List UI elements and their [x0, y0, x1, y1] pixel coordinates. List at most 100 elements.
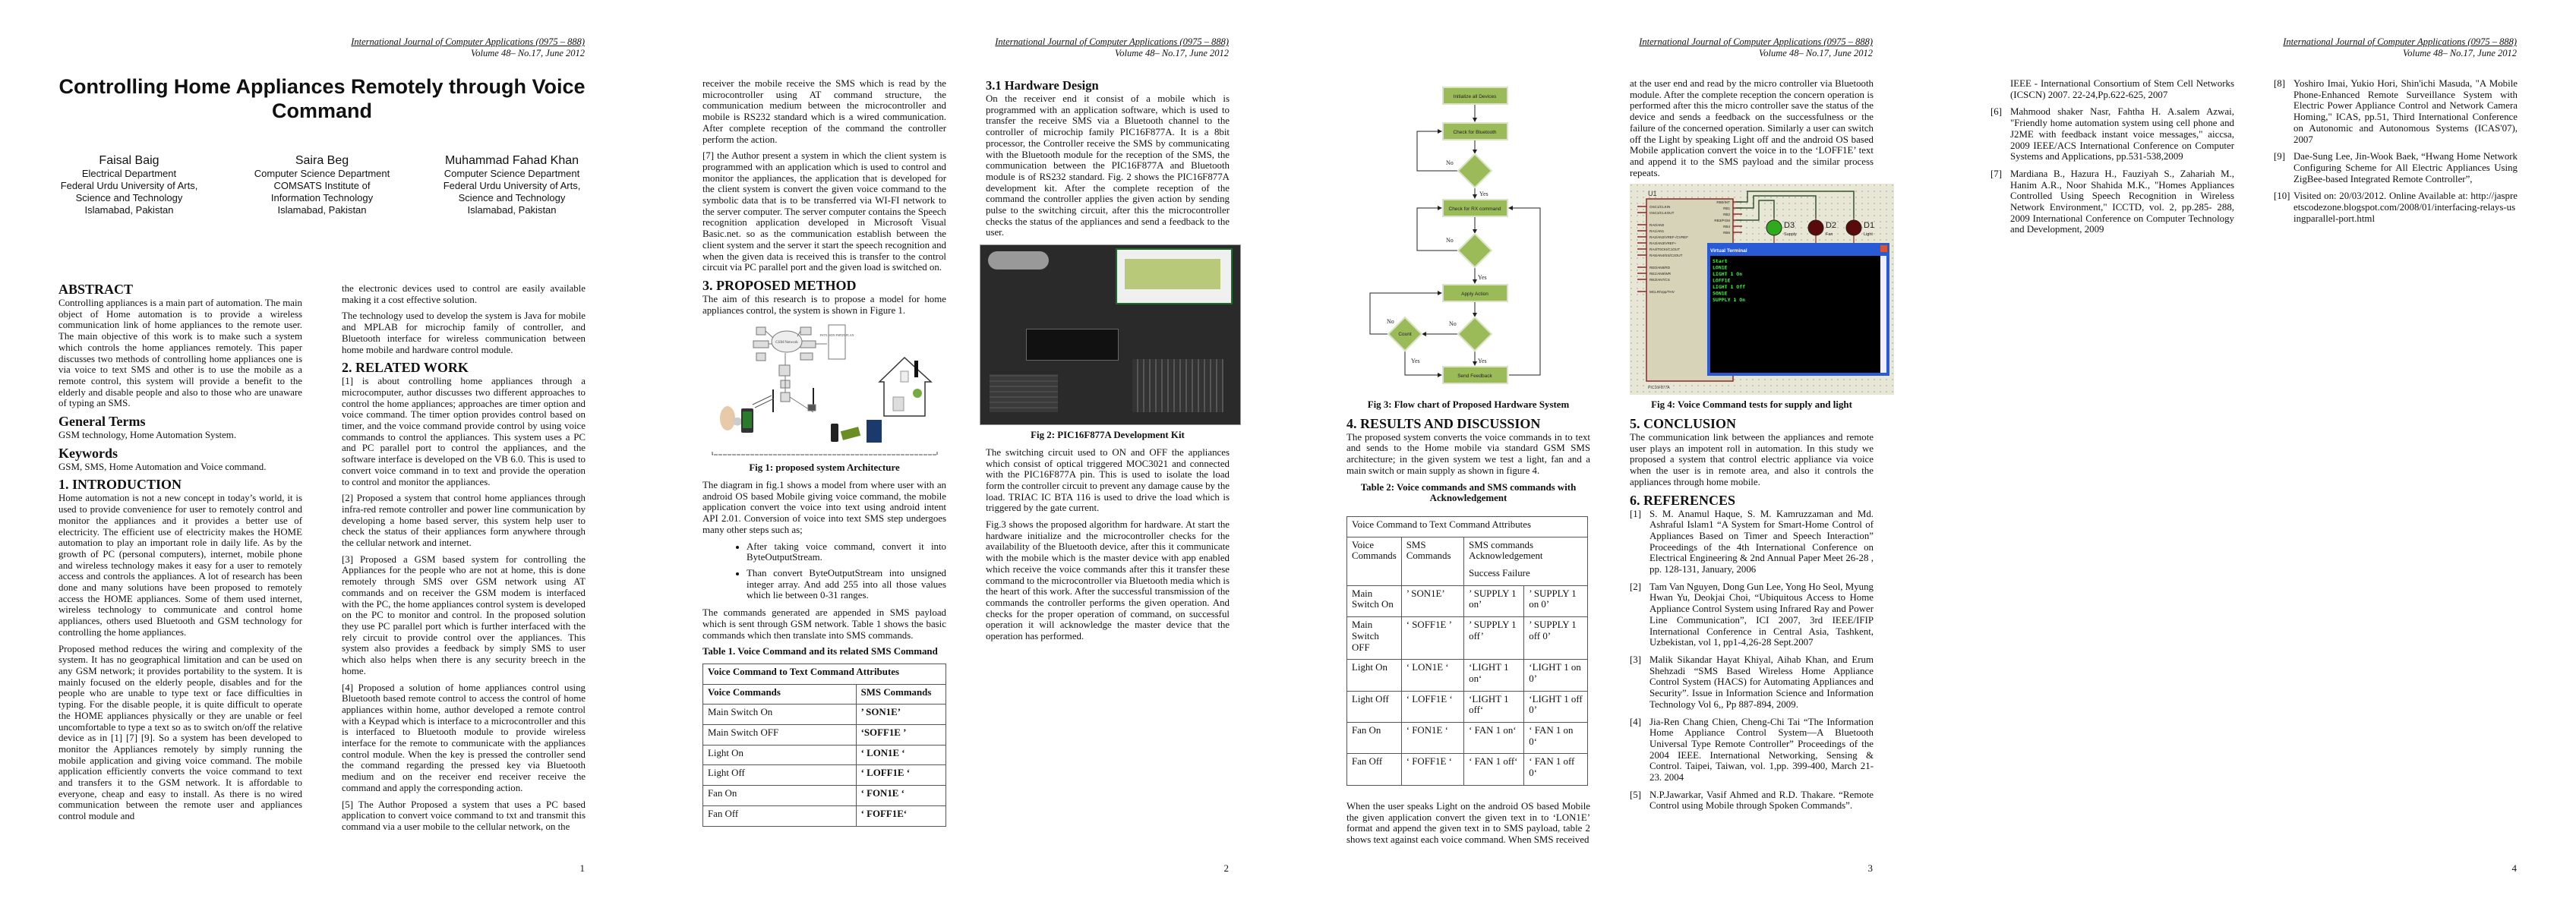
column-subheader: Success Failure — [1469, 568, 1530, 579]
table-cell: ‘SOFF1E ’ — [855, 724, 947, 746]
paragraph: The switching circuit used to ON and OFF… — [986, 446, 1230, 514]
flow-label: Initialize all Devices — [1454, 94, 1497, 99]
flow-yes-label: Yes — [1478, 358, 1487, 364]
paragraph: On the receiver end it consist of a mobi… — [986, 93, 1230, 238]
pin-label: MCLR/Vpp/THV — [1649, 290, 1675, 294]
pin-label: RA5/AN4/SS/C2OUT — [1649, 254, 1683, 257]
related-work-heading: 2. RELATED WORK — [342, 360, 469, 376]
running-header: International Journal of Computer Applic… — [351, 36, 585, 59]
table-cell: Light Off — [702, 764, 857, 786]
journal-volume: Volume 48– No.17, June 2012 — [471, 48, 585, 58]
flow-decision — [1457, 232, 1493, 269]
author-affiliation: Islamabad, Pakistan — [84, 204, 174, 216]
abstract-text: Controlling appliances is a main part of… — [58, 298, 302, 409]
results-heading: 4. RESULTS AND DISCUSSION — [1346, 415, 1541, 431]
terminal-line: LOFF1E — [1713, 278, 1731, 284]
table-cell: ’ SUPPLY 1 on’ — [1463, 585, 1525, 618]
pin-label: RB2 — [1723, 213, 1730, 216]
page-number: 1 — [579, 862, 586, 874]
journal-volume: Volume 48– No.17, June 2012 — [1759, 48, 1873, 58]
table-cell: ‘ FAN 1 on 0‘ — [1523, 722, 1588, 755]
table-row: Light On‘ LON1E ‘‘LIGHT 1 on‘‘LIGHT 1 on… — [1346, 659, 1588, 692]
page-4: International Journal of Computer Applic… — [1932, 0, 2576, 911]
column-header: SMS Commands — [1400, 536, 1465, 586]
flow-decision — [1457, 153, 1493, 189]
column-left: ABSTRACT Controlling appliances is a mai… — [58, 279, 302, 827]
reference-number: [7] — [1990, 168, 2003, 179]
page-2: International Journal of Computer Applic… — [644, 0, 1288, 911]
flow-yes-label: Yes — [1411, 358, 1420, 364]
reference-number: [3] — [1630, 654, 1642, 665]
author-affiliation: Islamabad, Pakistan — [277, 204, 367, 216]
paragraph: The technology used to develop the syste… — [342, 310, 586, 355]
reference-text: Tam Van Nguyen, Dong Gun Lee, Yong Ho Se… — [1649, 581, 1874, 648]
keywords-heading: Keywords — [58, 445, 118, 461]
led-id: D1 — [1864, 221, 1874, 230]
led-id: D2 — [1826, 221, 1836, 230]
flow-label: Send Feedback — [1457, 374, 1492, 379]
paragraph: [7] the Author present a system in which… — [702, 150, 946, 273]
table-2: Voice Command to Text Command Attributes… — [1346, 515, 1588, 786]
table-row: Fan Off‘ FOFF1E‘ — [702, 805, 947, 827]
paper-title: Controlling Home Appliances Remotely thr… — [58, 75, 586, 122]
reference-item: [2]Tam Van Nguyen, Dong Gun Lee, Yong Ho… — [1630, 582, 1874, 648]
table-cell: ’ SUPPLY 1 on 0’ — [1523, 585, 1588, 618]
author-affiliation: Federal Urdu University of Arts, — [60, 180, 198, 191]
table-cell: Light Off — [1346, 690, 1402, 723]
author-affiliation: Electrical Department — [81, 168, 177, 179]
column-header-text: SMS commands Acknowledgement — [1469, 539, 1543, 562]
flow-label: Check for Bluetooth — [1453, 130, 1496, 135]
table-cell: ‘ LON1E ‘ — [1400, 659, 1465, 692]
reference-number: [9] — [2274, 151, 2286, 162]
flow-label: Count — [1398, 332, 1412, 337]
page-number: 3 — [1867, 862, 1874, 874]
table-cell: ’ SON1E’ — [1400, 585, 1465, 618]
running-header: International Journal of Computer Applic… — [1639, 36, 1873, 59]
column-left: IEEE - International Consortium of Stem … — [1990, 78, 2234, 241]
gsm-network-label: GSM Network — [775, 341, 798, 345]
terminal-close-button[interactable] — [1880, 245, 1887, 253]
flow-label: Check for RX command — [1449, 206, 1501, 212]
chip-ref: U1 — [1648, 190, 1657, 197]
reference-item: [4]Jia-Ren Chang Chien, Cheng-Chi Tai “T… — [1630, 717, 1874, 783]
paragraph: The diagram in fig.1 shows a model from … — [702, 480, 946, 535]
table-cell: ’ SON1E’ — [855, 704, 947, 726]
table-cell: Main Switch OFF — [702, 724, 857, 746]
keywords-text: GSM, SMS, Home Automation and Voice comm… — [58, 461, 267, 472]
list-item: After taking voice command, convert it i… — [747, 541, 946, 563]
table-cell: Main Switch On — [702, 704, 857, 726]
terminal-scrollbar[interactable] — [1880, 256, 1886, 374]
table-title: Voice Command to Text Command Attributes — [1346, 515, 1588, 537]
flow-decision-count — [1387, 316, 1423, 352]
paragraph: receiver the mobile receive the SMS whic… — [702, 78, 946, 145]
flow-no-label: No — [1446, 159, 1454, 166]
table-cell: Light On — [1346, 659, 1402, 692]
paragraph: The aim of this research is to propose a… — [702, 293, 946, 316]
table-cell: Fan Off — [702, 805, 857, 827]
table-cell: ‘LIGHT 1 on 0’ — [1523, 659, 1588, 692]
table-cell: Light On — [702, 744, 857, 766]
abstract-heading: ABSTRACT — [58, 282, 134, 297]
reference-spacer — [1990, 78, 2010, 100]
table-cell: ‘LIGHT 1 off‘ — [1463, 690, 1525, 723]
paragraph: [1] is about controlling home appliances… — [342, 376, 586, 487]
table-row: Light Off‘ LOFF1E ‘ — [702, 764, 947, 786]
reference-text: Mardiana B., Hazura H., Fauziyah S., Zah… — [2010, 168, 2234, 235]
reference-text: Dae-Sung Lee, Jin-Wook Baek, “Hwang Home… — [2293, 151, 2518, 184]
table-cell: ‘LIGHT 1 off 0’ — [1523, 690, 1588, 723]
table-cell: ‘ LOFF1E ‘ — [1400, 690, 1465, 723]
chip-name: PIC16F877A — [1648, 386, 1670, 390]
journal-name: International Journal of Computer Applic… — [351, 36, 585, 47]
paragraph: The proposed system converts the voice c… — [1346, 431, 1590, 476]
author-affiliation: Science and Technology — [458, 192, 566, 203]
reference-number: [6] — [1990, 106, 2003, 118]
figure-2-caption: Fig 2: PIC16F877A Development Kit — [1031, 430, 1185, 441]
table-cell: Fan Off — [1346, 753, 1402, 786]
column-header: Voice Commands — [1346, 536, 1402, 586]
terminal-line: SUPPLY 1 On — [1713, 297, 1745, 303]
references-heading: 6. REFERENCES — [1630, 492, 1736, 508]
reference-number: [8] — [2274, 78, 2286, 89]
controller-board-icon — [840, 427, 860, 441]
flow-box-feedback — [1442, 366, 1508, 384]
paragraph: Fig.3 shows the proposed algorithm for h… — [986, 519, 1230, 642]
